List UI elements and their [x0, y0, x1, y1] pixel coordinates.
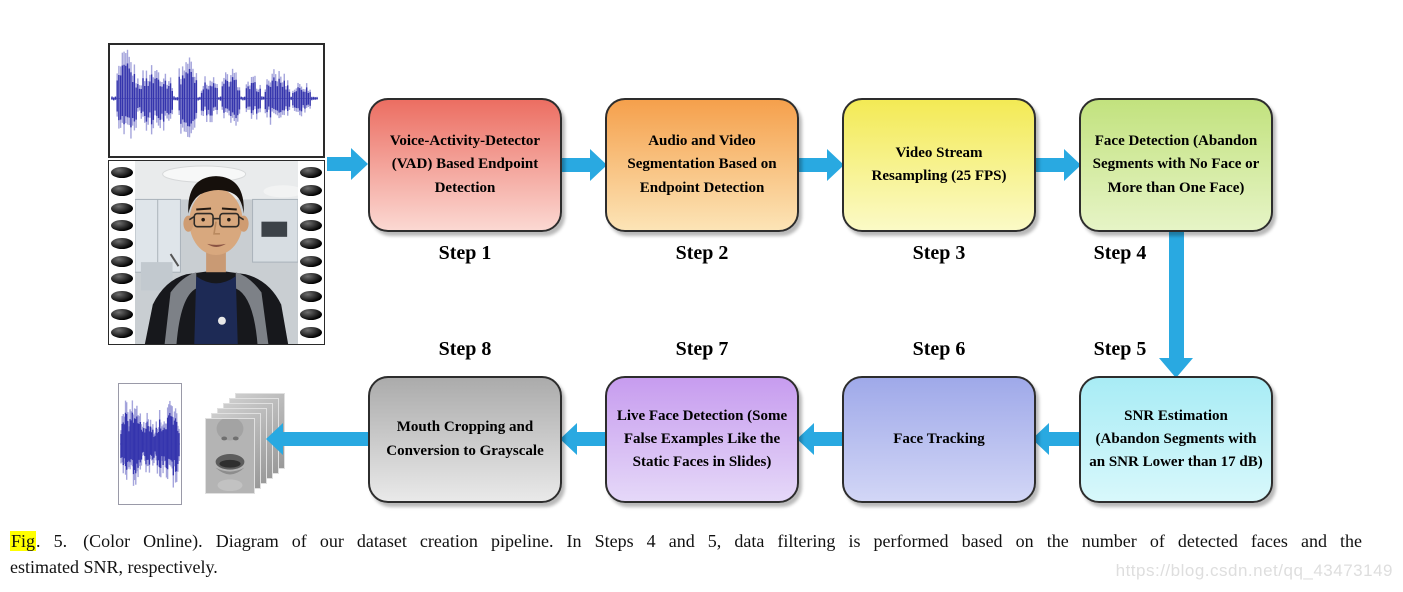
- sprocket-hole-icon: [111, 220, 133, 232]
- sprocket-hole-icon: [111, 202, 133, 214]
- watermark-url: https://blog.csdn.net/qq_43473149: [1115, 561, 1393, 580]
- step-box-2: Audio and Video Segmentation Based on En…: [605, 98, 799, 232]
- arrow-step4-to-step5: [1159, 231, 1193, 378]
- mouth-frame-front: [205, 418, 255, 494]
- audio-waveform-small-icon: [120, 400, 180, 488]
- arrow-step5-to-step6: [1032, 422, 1081, 456]
- caption-line-1: Fig. 5. (Color Online). Diagram of our da…: [10, 528, 1362, 554]
- step-box-5-text: SNR Estimation (Abandon Segments with an…: [1089, 407, 1263, 471]
- step-box-7-text: Live Face Detection (Some False Examples…: [616, 407, 788, 471]
- sprocket-hole-icon: [111, 291, 133, 303]
- sprocket-hole-icon: [111, 167, 133, 179]
- speaker-photo: [135, 161, 298, 344]
- arrow-step1-to-step2: [560, 148, 607, 182]
- sprocket-hole-icon: [300, 291, 322, 303]
- step-box-3-text: Video Stream Resampling (25 FPS): [871, 144, 1007, 184]
- sprocket-hole-icon: [300, 308, 322, 320]
- mouth-crop-icon: [206, 419, 254, 493]
- sprocket-hole-icon: [111, 185, 133, 197]
- step-label-7: Step 7: [675, 338, 729, 360]
- mouth-crop-stack: [205, 390, 300, 502]
- arrow-step6-to-step7: [797, 422, 844, 456]
- input-waveform-panel: [108, 43, 325, 158]
- arrow-step2-to-step3: [797, 148, 844, 182]
- filmstrip-sprockets-left: [109, 161, 135, 344]
- sprocket-hole-icon: [111, 238, 133, 250]
- step-box-5: SNR Estimation (Abandon Segments with an…: [1079, 376, 1273, 503]
- sprocket-hole-icon: [300, 238, 322, 250]
- audio-waveform-icon: [111, 49, 318, 139]
- step-box-6: Face Tracking: [842, 376, 1036, 503]
- step-box-3: Video Stream Resampling (25 FPS): [842, 98, 1036, 232]
- step-box-6-text: Face Tracking: [893, 430, 985, 447]
- input-filmstrip: [108, 160, 325, 345]
- caption-number: . 5.: [36, 531, 68, 551]
- arrow-input-to-step1: [327, 147, 368, 181]
- arrow-step8-to-output: [266, 422, 370, 456]
- sprocket-hole-icon: [300, 202, 322, 214]
- sprocket-hole-icon: [111, 308, 133, 320]
- step-label-5: Step 5: [1093, 338, 1147, 360]
- step-box-4-text: Face Detection (Abandon Segments with No…: [1092, 133, 1260, 196]
- step-label-4: Step 4: [1093, 242, 1147, 264]
- step-box-2-text: Audio and Video Segmentation Based on En…: [627, 133, 777, 196]
- step-box-4: Face Detection (Abandon Segments with No…: [1079, 98, 1273, 232]
- sprocket-hole-icon: [300, 255, 322, 267]
- sprocket-hole-icon: [111, 273, 133, 285]
- sprocket-hole-icon: [111, 326, 133, 338]
- step-box-1-text: Voice-Activity-Detector (VAD) Based Endp…: [389, 133, 541, 196]
- filmstrip-sprockets-right: [298, 161, 324, 344]
- speaker-portrait-icon: [135, 161, 298, 344]
- step-label-2: Step 2: [675, 242, 729, 264]
- sprocket-hole-icon: [300, 185, 322, 197]
- step-box-8: Mouth Cropping and Conversion to Graysca…: [368, 376, 562, 503]
- step-box-8-text: Mouth Cropping and Conversion to Graysca…: [386, 419, 544, 459]
- step-label-8: Step 8: [438, 338, 492, 360]
- step-label-3: Step 3: [912, 242, 966, 264]
- figure-caption: Fig. 5. (Color Online). Diagram of our da…: [10, 528, 1362, 580]
- sprocket-hole-icon: [111, 255, 133, 267]
- sprocket-hole-icon: [300, 167, 322, 179]
- step-label-6: Step 6: [912, 338, 966, 360]
- caption-text-1: (Color Online). Diagram of our dataset c…: [83, 531, 1363, 551]
- output-waveform-panel: [118, 383, 182, 505]
- step-box-7: Live Face Detection (Some False Examples…: [605, 376, 799, 503]
- step-label-1: Step 1: [438, 242, 492, 264]
- sprocket-hole-icon: [300, 220, 322, 232]
- caption-line-2: estimated SNR, respectively.: [10, 557, 218, 577]
- arrow-step7-to-step8: [560, 422, 607, 456]
- arrow-step3-to-step4: [1034, 148, 1081, 182]
- sprocket-hole-icon: [300, 273, 322, 285]
- caption-highlight: Fig: [10, 531, 37, 551]
- sprocket-hole-icon: [300, 326, 322, 338]
- step-box-1: Voice-Activity-Detector (VAD) Based Endp…: [368, 98, 562, 232]
